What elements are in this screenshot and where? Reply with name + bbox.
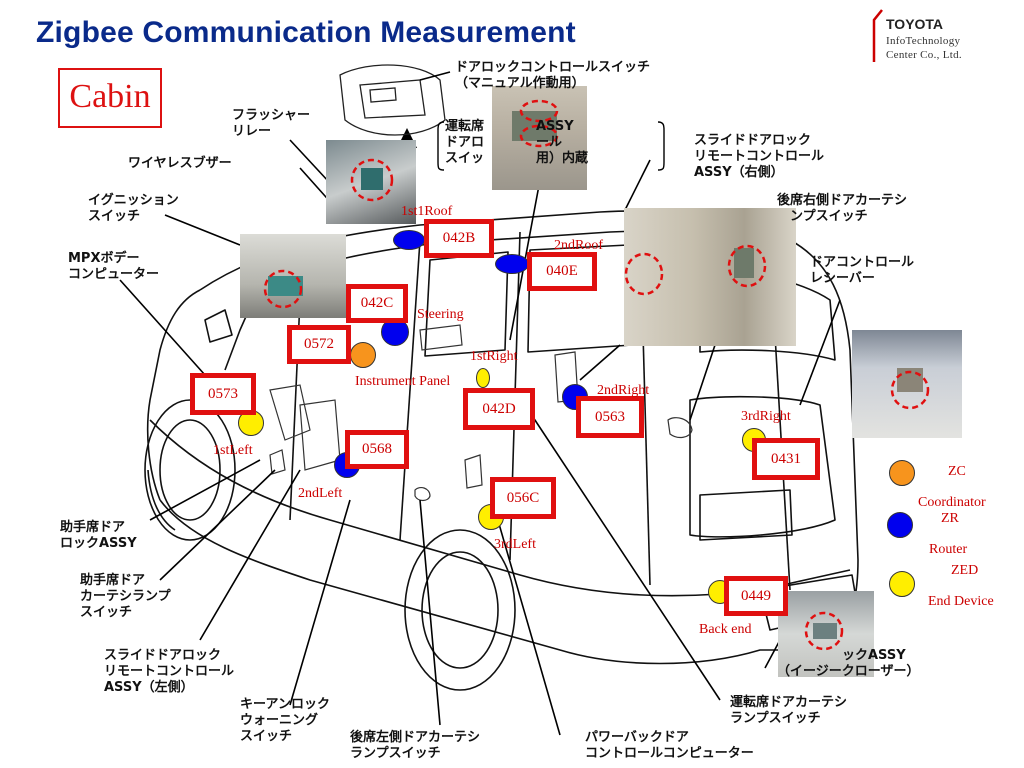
node-id-0573: 0573 (190, 373, 256, 415)
photo-ignition (240, 234, 346, 318)
node-id-0449: 0449 (724, 576, 788, 616)
section-label-cabin: Cabin (58, 68, 162, 128)
logo-subtitle-1: InfoTechnology (886, 35, 961, 47)
node-id-042C: 042C (346, 284, 408, 323)
label-1st-roof: 1st1Roof (401, 204, 453, 219)
label-3rd-left: 3rdLeft (494, 537, 536, 552)
node-id-042B: 042B (424, 219, 494, 258)
node-id-042D: 042D (463, 388, 535, 430)
node-id-040E: 040E (527, 252, 597, 291)
callout-rear-left-courtesy: 後席左側ドアカーテシ ランプスイッチ (350, 730, 481, 761)
label-2nd-right: 2ndRight (597, 383, 650, 398)
callout-door-lock-switch: ドアロックコントロールスイッチ （マニュアル作動用） (455, 60, 651, 91)
callout-slide-door-lock-right: スライドドアロック リモートコントロール ASSY（右側） (694, 133, 825, 180)
logo-subtitle-2: Center Co., Ltd. (886, 49, 962, 61)
photo-highlight-icon (804, 611, 844, 651)
photo-steering (326, 140, 416, 224)
bracket-icon (437, 121, 665, 171)
router-dot-1st-roof (393, 230, 425, 250)
callout-ignition-switch: イグニッション スイッチ (88, 193, 179, 224)
legend-end-device: End Device (928, 594, 994, 609)
node-id-0572: 0572 (287, 325, 351, 364)
callout-driver-courtesy: 運転席ドアカーテシ ランプスイッチ (730, 695, 848, 726)
legend-router: Router (929, 542, 968, 557)
node-id-0563: 0563 (576, 396, 644, 438)
callout-back-door-lock: ックASSY （イージークローザー） (777, 648, 920, 679)
logo-mark-icon (872, 9, 883, 62)
end-device-dot-1st-right (476, 368, 490, 388)
legend-zr: ZR (941, 511, 959, 526)
legend-coordinator-swatch (889, 460, 915, 486)
label-back-end: Back end (699, 622, 752, 637)
photo-door-lock-switch (492, 86, 587, 190)
photo-highlight-icon (350, 158, 394, 202)
callout-passenger-courtesy: 助手席ドア カーテシランプ スイッチ (80, 573, 171, 620)
label-1st-right: 1stRight (470, 349, 518, 364)
photo-highlight-icon (263, 269, 303, 309)
callout-mpx-body-computer: MPXボデー コンピューター (68, 251, 160, 282)
photo-door-receiver (852, 330, 962, 438)
label-instrument-panel: Instrument Panel (355, 374, 451, 389)
photo-highlight-icon (890, 368, 930, 410)
legend-coordinator: Coordinator (918, 495, 986, 510)
node-id-056C: 056C (490, 477, 556, 519)
photo-right-seat (624, 208, 796, 346)
photo-back-end (778, 591, 874, 677)
legend-end-device-swatch (889, 571, 915, 597)
callout-passenger-door-lock: 助手席ドア ロックASSY (60, 520, 137, 551)
node-id-0568: 0568 (345, 430, 409, 469)
legend-zed: ZED (951, 563, 979, 578)
callout-driver-door-lock: 運転席 ASSY ドアロ ール スイッ 用）内蔵 (445, 119, 589, 166)
callout-flasher-relay: フラッシャー リレー (232, 108, 311, 139)
callout-door-control-receiver: ドアコントロール レシーバー (810, 255, 915, 286)
slide-title: Zigbee Communication Measurement (36, 16, 576, 49)
callout-wireless-buzzer: ワイヤレスブザー (128, 156, 232, 171)
callout-rear-right-courtesy: 後席右側ドアカーテシ ンプスイッチ (777, 193, 908, 224)
label-steering: Steering (417, 307, 464, 322)
label-1st-left: 1stLeft (213, 443, 253, 458)
legend-router-swatch (887, 512, 913, 538)
company-logo (872, 6, 1022, 66)
router-dot-2nd-roof (495, 254, 529, 274)
legend-zc: ZC (948, 464, 966, 479)
callout-power-back-door: パワーバックドア コントロールコンピューター (585, 730, 754, 761)
coordinator-dot-instrument-panel (350, 342, 376, 368)
label-3rd-right: 3rdRight (741, 409, 791, 424)
logo-name: TOYOTA (886, 16, 944, 32)
label-2nd-roof: 2ndRoof (554, 238, 603, 253)
photo-highlight-icon (512, 99, 559, 148)
callout-key-unlock-warning: キーアンロック ウォーニング スイッチ (240, 697, 330, 744)
label-2nd-left: 2ndLeft (298, 486, 343, 501)
callout-slide-door-lock-left: スライドドアロック リモートコントロール ASSY（左側） (104, 648, 235, 695)
node-id-0431: 0431 (752, 438, 820, 480)
photo-highlight-icon (624, 244, 767, 296)
